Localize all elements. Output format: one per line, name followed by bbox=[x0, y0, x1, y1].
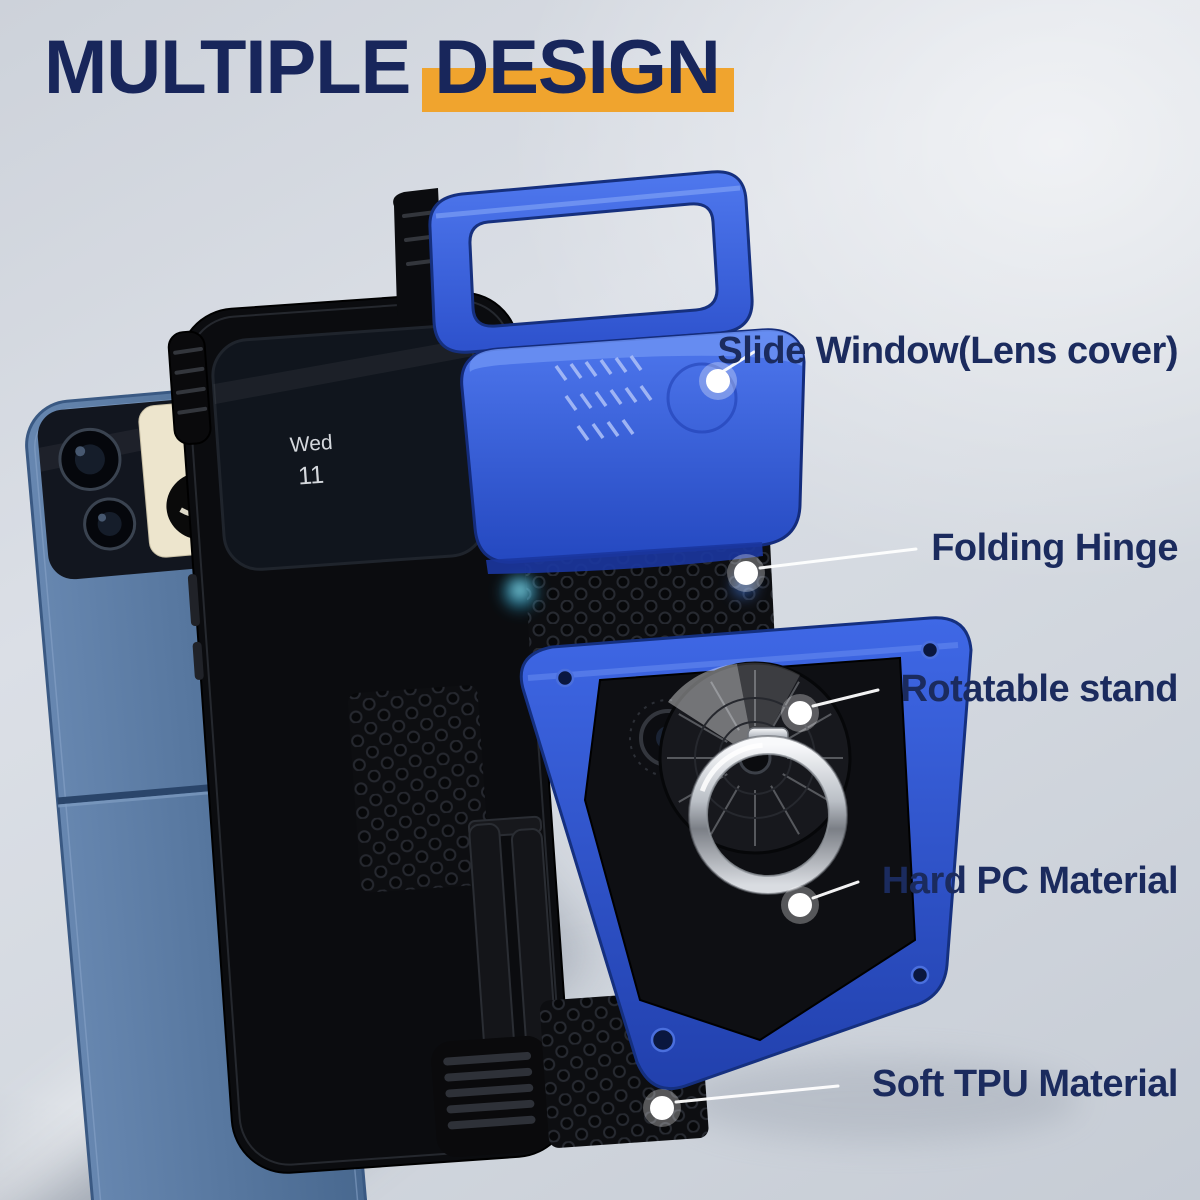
case-side-button-2 bbox=[192, 641, 204, 680]
callout-dot-slide-window bbox=[699, 362, 737, 400]
callout-label-slide-window: Slide Window(Lens cover) bbox=[717, 330, 1178, 372]
title-word-multiple: MULTIPLE bbox=[44, 25, 411, 110]
case-shadow bbox=[680, 1058, 1080, 1142]
hinge-bumper-top-left bbox=[167, 330, 212, 445]
callout-label-soft-tpu-material: Soft TPU Material bbox=[871, 1063, 1179, 1105]
ring-stand bbox=[688, 727, 848, 895]
ribbed-bumper-bottom bbox=[431, 1035, 553, 1158]
callout-dot-hard-pc bbox=[781, 886, 819, 924]
callout-label-folding-hinge: Folding Hinge bbox=[931, 527, 1178, 569]
slide-lens-hole bbox=[666, 362, 738, 434]
phone-camera-lens-2 bbox=[83, 497, 137, 551]
screen-weekday: Wed bbox=[289, 431, 333, 457]
callout-dots bbox=[643, 362, 819, 1127]
callout-lines bbox=[674, 350, 918, 1104]
screw-holes bbox=[555, 640, 940, 1053]
case-cutout-window: Wed 11 bbox=[211, 324, 487, 571]
title-word-design-highlighted: DESIGN bbox=[422, 30, 735, 112]
top-frame bbox=[428, 170, 754, 354]
phone-camera-lens-1 bbox=[58, 427, 122, 491]
case-side-button bbox=[187, 574, 200, 627]
callout-dot-folding-hinge bbox=[727, 554, 765, 592]
callout-label-rotatable-stand: Rotatable stand bbox=[900, 668, 1178, 710]
slide-grip-lines bbox=[554, 354, 653, 442]
callout-dot-rotatable-stand bbox=[781, 694, 819, 732]
callout-label-hard-pc-material: Hard PC Material bbox=[881, 860, 1179, 902]
callout-dot-soft-tpu bbox=[643, 1089, 681, 1127]
honeycomb-texture-patch bbox=[348, 685, 491, 893]
screen-day: 11 bbox=[297, 461, 325, 491]
